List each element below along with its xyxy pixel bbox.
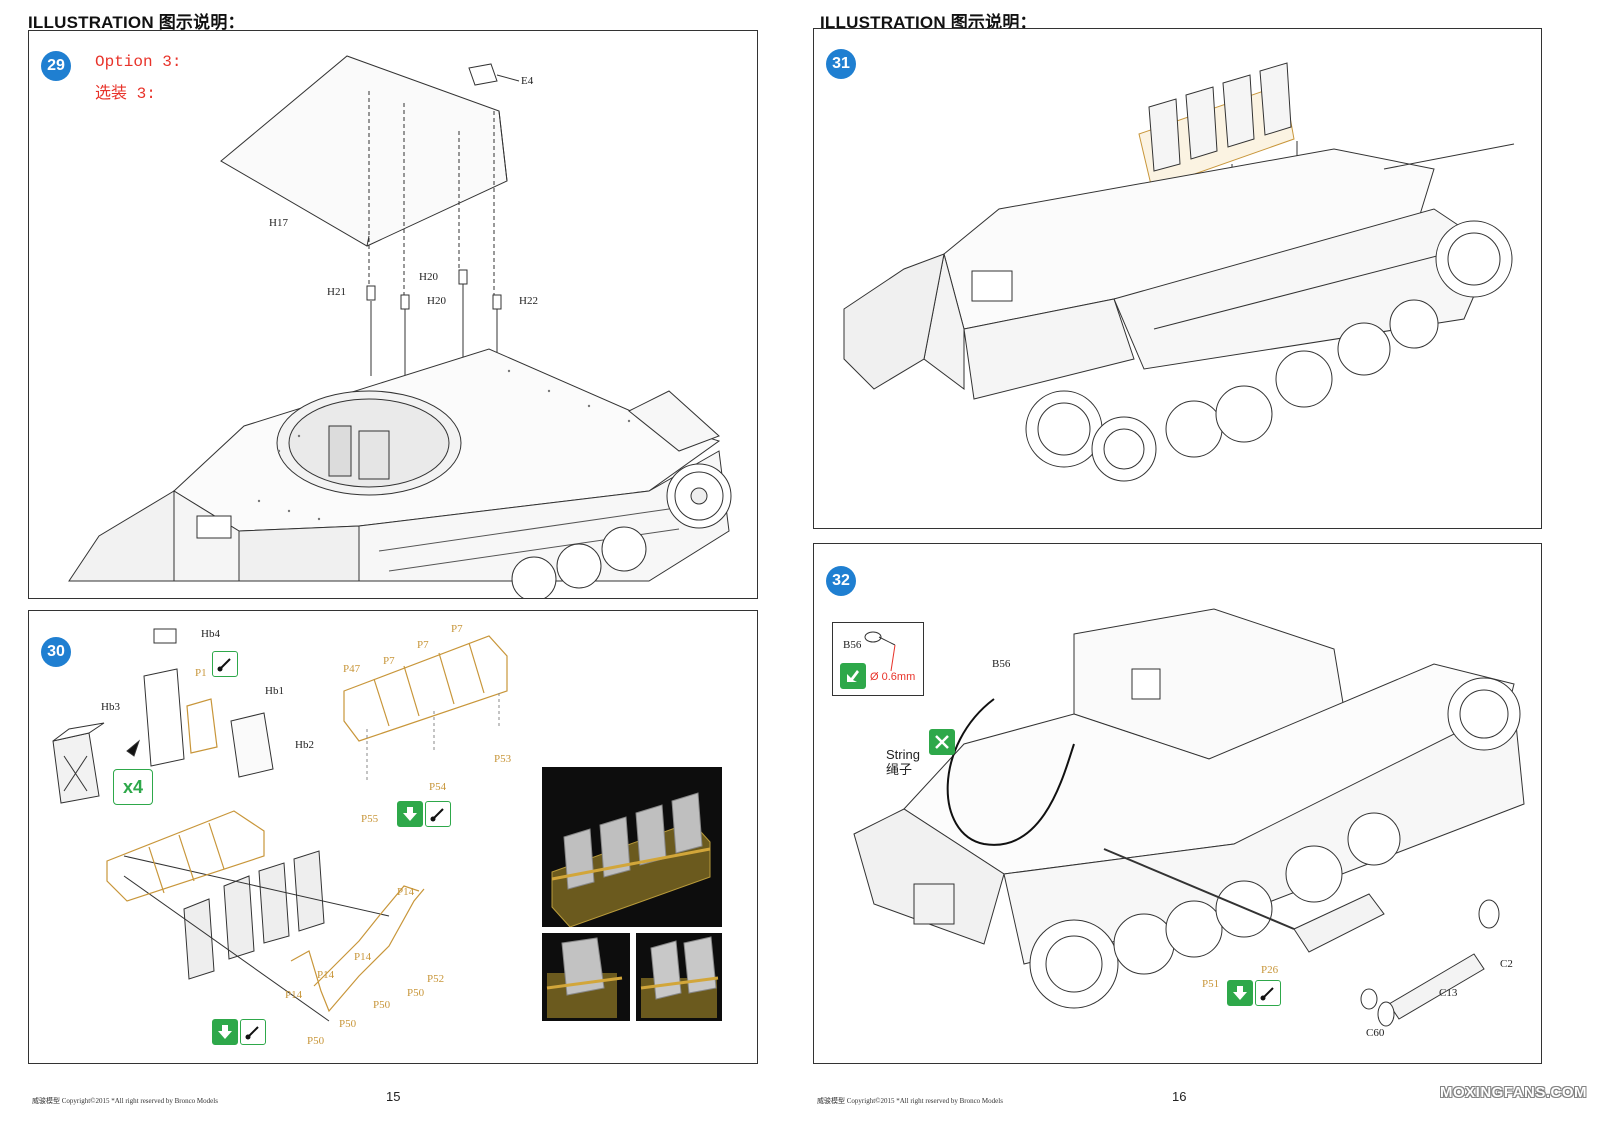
part-label-h20-b: H20 <box>427 295 446 307</box>
part-label-p51: P51 <box>1202 978 1220 990</box>
string-label-cn: 绳子 <box>886 762 913 777</box>
option-label-en: Option 3: <box>95 53 182 71</box>
part-label-p50: P50 <box>407 987 425 999</box>
cut-icon <box>929 729 955 755</box>
part-label-p26: P26 <box>1261 964 1279 976</box>
step-29-panel: 29 Option 3: 选装 3: E4 H17 H20 H21 H20 H2… <box>28 30 758 599</box>
part-label-h17: H17 <box>269 217 288 229</box>
step-30-drawing <box>52 628 508 1022</box>
quantity-multiplier: x4 <box>113 769 153 805</box>
part-label-c13: C13 <box>1439 987 1458 999</box>
part-label-p14: P14 <box>354 951 372 963</box>
part-label-p14: P14 <box>397 886 415 898</box>
page-number: 15 <box>386 1089 401 1104</box>
page-title: ILLUSTRATION 图示说明： <box>28 13 245 32</box>
glue-icon <box>212 1019 238 1045</box>
part-label-b56: B56 <box>992 658 1011 670</box>
part-label-p50: P50 <box>373 999 391 1011</box>
step-number-badge: 31 <box>826 49 856 79</box>
part-label-p54: P54 <box>429 781 447 793</box>
glue-icon <box>397 801 423 827</box>
step-31-drawing <box>843 62 1515 482</box>
copyright-footer: 威骏模型 Copyright©2015 *All right reserved … <box>817 1097 1003 1105</box>
part-label-h20-a: H20 <box>419 271 438 283</box>
part-label-hb3: Hb3 <box>101 701 120 713</box>
reference-photo-detail-1 <box>542 933 630 1021</box>
part-label-p14: P14 <box>285 989 303 1001</box>
cut-icon <box>840 663 866 689</box>
paint-icon <box>1255 980 1281 1006</box>
page-title: ILLUSTRATION 图示说明： <box>820 13 1037 32</box>
step-32-drawing <box>853 608 1525 1027</box>
part-label-p53: P53 <box>494 753 512 765</box>
part-label-p7: P7 <box>383 655 395 667</box>
part-label-hb4: Hb4 <box>201 628 220 640</box>
part-label-p52: P52 <box>427 973 445 985</box>
part-label-p14: P14 <box>317 969 335 981</box>
part-label-p7: P7 <box>451 623 463 635</box>
diameter-label: Ø 0.6mm <box>870 671 916 683</box>
copyright-footer: 威骏模型 Copyright©2015 *All right reserved … <box>32 1097 218 1105</box>
paint-icon <box>240 1019 266 1045</box>
part-label-p47: P47 <box>343 663 361 675</box>
step-31-panel: 31 <box>813 28 1542 529</box>
glue-icon <box>1227 980 1253 1006</box>
part-label-hb2: Hb2 <box>295 739 314 751</box>
part-label-p55: P55 <box>361 813 379 825</box>
step-32-panel: 32 B56 Ø 0.6mm String 绳子 B56 P51 P26 C2 … <box>813 543 1542 1064</box>
site-watermark: MOXINGFANS.COM <box>1440 1084 1588 1101</box>
reference-photo-rack <box>542 767 722 927</box>
part-label-c2: C2 <box>1500 958 1513 970</box>
paint-icon <box>212 651 238 677</box>
page-16: ILLUSTRATION 图示说明： <box>800 0 1600 1130</box>
step-number-badge: 29 <box>41 51 71 81</box>
page-number: 16 <box>1172 1089 1187 1104</box>
part-label-p50: P50 <box>307 1035 325 1047</box>
page-15: ILLUSTRATION 图示说明： <box>0 0 790 1130</box>
step-29-drawing <box>68 55 732 598</box>
part-label-hb1: Hb1 <box>265 685 284 697</box>
part-label-c60: C60 <box>1366 1027 1385 1039</box>
part-label-h21: H21 <box>327 286 346 298</box>
part-label-p1: P1 <box>195 667 207 679</box>
part-label-e4: E4 <box>521 75 534 87</box>
string-label-en: String <box>886 747 920 762</box>
option-label-cn: 选装 3: <box>95 85 156 103</box>
reference-photo-detail-2 <box>636 933 722 1021</box>
detail-inset-b56: B56 Ø 0.6mm <box>832 622 924 696</box>
inset-part-label: B56 <box>843 639 862 651</box>
part-label-p7: P7 <box>417 639 429 651</box>
part-label-h22: H22 <box>519 295 538 307</box>
step-number-badge: 30 <box>41 637 71 667</box>
paint-icon <box>425 801 451 827</box>
part-label-p50: P50 <box>339 1018 357 1030</box>
step-number-badge: 32 <box>826 566 856 596</box>
step-30-panel: 30 x4 Hb4 P1 Hb1 Hb3 Hb2 P47 P7 P7 P7 P5… <box>28 610 758 1064</box>
